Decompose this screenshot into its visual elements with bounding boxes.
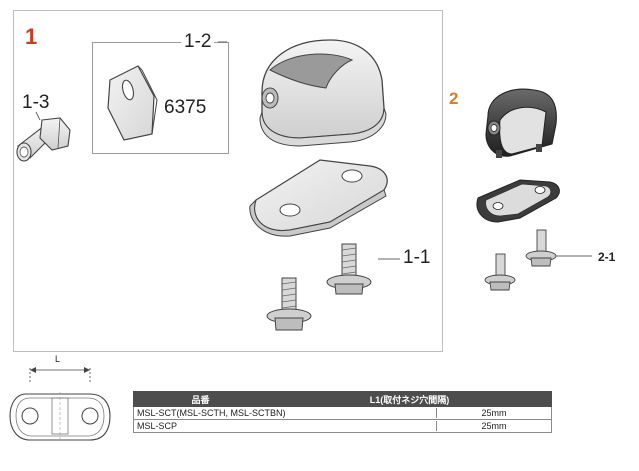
cell-model: MSL-SCT(MSL-SCTH, MSL-SCTBN) [134, 408, 437, 418]
dimension-drawing [9, 367, 111, 442]
part-2-gasket [476, 179, 560, 223]
part-2-cover [485, 88, 557, 158]
part-1-cover [259, 39, 387, 147]
table-row: MSL-SCP 25mm [133, 419, 552, 433]
callout-1-3: 1-3 [22, 92, 50, 113]
callout-1-1: 1-1 [403, 247, 431, 268]
callout-2-1: 2-1 [598, 250, 616, 264]
cell-value: 25mm [481, 421, 507, 431]
callout-1-2: 1-2 [181, 31, 215, 53]
column-header-model: 品番 [133, 391, 268, 407]
part-1-base-plate [249, 159, 388, 237]
dimension-label-L: L [55, 354, 61, 364]
cell-model: MSL-SCP [134, 421, 437, 431]
figure-2-number: 2 [449, 89, 459, 108]
cell-value: 25mm [481, 408, 507, 418]
part-1-3-hex-nut [16, 111, 71, 162]
spec-table: 品番 L1(取付ネジ穴間隔) MSL-SCT(MSL-SCTH, MSL-SCT… [133, 391, 552, 433]
figure-1-number: 1 [25, 24, 38, 49]
column-header-spacing: L1(取付ネジ穴間隔) [267, 391, 552, 407]
inset-code: 6375 [164, 97, 207, 118]
part-1-1-screws [266, 243, 400, 331]
table-header-row: 品番 L1(取付ネジ穴間隔) [133, 391, 552, 407]
part-1-2-plate [107, 65, 158, 141]
table-row: MSL-SCT(MSL-SCTH, MSL-SCTBN) 25mm [133, 406, 552, 420]
part-2-1-screws [484, 229, 592, 291]
